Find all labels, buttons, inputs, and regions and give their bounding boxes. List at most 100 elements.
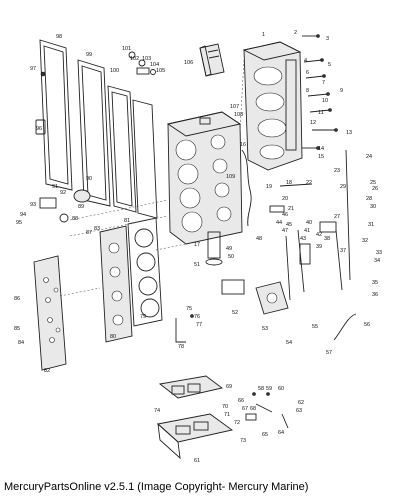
head-gasket-79 bbox=[127, 217, 163, 327]
callout-89: 89 bbox=[78, 204, 84, 210]
callout-labels: 1 2 3 4 5 6 7 8 9 10 11 12 13 14 15 16 1… bbox=[14, 30, 382, 464]
callout-17: 17 bbox=[194, 242, 200, 248]
callout-46: 46 bbox=[282, 212, 288, 218]
callout-105: 105 bbox=[156, 68, 165, 74]
callout-8: 8 bbox=[306, 88, 309, 94]
plate-100 bbox=[132, 99, 158, 219]
callout-87: 87 bbox=[86, 230, 92, 236]
plug-96 bbox=[35, 119, 46, 135]
callout-97: 97 bbox=[30, 66, 36, 72]
callout-47: 47 bbox=[282, 228, 288, 234]
callout-56: 56 bbox=[364, 322, 370, 328]
fitting-101-105 bbox=[128, 51, 156, 75]
callout-3: 3 bbox=[326, 36, 329, 42]
callout-13: 13 bbox=[346, 130, 352, 136]
callout-84: 84 bbox=[18, 340, 24, 346]
callout-93: 93 bbox=[30, 202, 36, 208]
callout-79: 79 bbox=[140, 314, 146, 320]
callout-58: 58 bbox=[258, 386, 264, 392]
callout-6: 6 bbox=[306, 70, 309, 76]
callout-95: 95 bbox=[16, 220, 22, 226]
callout-100: 100 bbox=[110, 68, 119, 74]
callout-53: 53 bbox=[262, 326, 268, 332]
callout-61: 61 bbox=[194, 458, 200, 464]
module-106 bbox=[199, 43, 225, 77]
callout-38: 38 bbox=[324, 236, 330, 242]
callout-55: 55 bbox=[312, 324, 318, 330]
callout-14: 14 bbox=[318, 146, 324, 152]
callout-12: 12 bbox=[310, 120, 316, 126]
callout-10: 10 bbox=[322, 98, 328, 104]
callout-29: 29 bbox=[340, 184, 346, 190]
callout-68: 68 bbox=[250, 406, 256, 412]
callout-109: 109 bbox=[226, 174, 235, 180]
callout-78: 78 bbox=[178, 344, 184, 350]
plate-82 bbox=[33, 255, 67, 371]
callout-86: 86 bbox=[14, 296, 20, 302]
callout-72: 72 bbox=[234, 420, 240, 426]
cylinder-head-80 bbox=[99, 225, 133, 343]
callout-73: 73 bbox=[240, 438, 246, 444]
callout-108: 108 bbox=[234, 112, 243, 118]
lever-76-78 bbox=[175, 314, 194, 343]
callout-91: 91 bbox=[52, 184, 58, 190]
callout-45: 45 bbox=[286, 222, 292, 228]
assembly-lines bbox=[59, 59, 245, 297]
callout-37: 37 bbox=[340, 248, 346, 254]
gasket-98 bbox=[39, 39, 73, 191]
cylinder-block bbox=[166, 111, 243, 245]
callout-98: 98 bbox=[56, 34, 62, 40]
callout-102: 102 bbox=[130, 56, 139, 62]
callout-75: 75 bbox=[186, 306, 192, 312]
callout-48: 48 bbox=[256, 236, 262, 242]
callout-69: 69 bbox=[226, 384, 232, 390]
callout-74: 74 bbox=[154, 408, 160, 414]
exploded-parts-diagram: 1 2 3 4 5 6 7 8 9 10 11 12 13 14 15 16 1… bbox=[14, 30, 382, 464]
callout-25: 25 bbox=[370, 180, 376, 186]
callout-70: 70 bbox=[222, 404, 228, 410]
callout-32: 32 bbox=[362, 238, 368, 244]
callout-96: 96 bbox=[36, 126, 42, 132]
callout-30: 30 bbox=[370, 204, 376, 210]
callout-77: 77 bbox=[196, 322, 202, 328]
thermostat-91-93 bbox=[39, 189, 91, 223]
callout-85: 85 bbox=[14, 326, 20, 332]
fuel-filter-49-51 bbox=[205, 231, 245, 295]
callout-23: 23 bbox=[334, 168, 340, 174]
crankcase-1 bbox=[242, 41, 303, 171]
callout-101: 101 bbox=[122, 46, 131, 52]
callout-92: 92 bbox=[60, 190, 66, 196]
screw-97 bbox=[40, 71, 46, 77]
callout-90: 90 bbox=[86, 176, 92, 182]
callout-106: 106 bbox=[184, 60, 193, 66]
linkage-parts bbox=[269, 149, 351, 301]
callout-107: 107 bbox=[230, 104, 239, 110]
callout-34: 34 bbox=[374, 258, 380, 264]
callout-22: 22 bbox=[306, 180, 312, 186]
callout-94: 94 bbox=[20, 212, 26, 218]
hose-56 bbox=[333, 313, 357, 341]
callout-28: 28 bbox=[366, 196, 372, 202]
callout-65: 65 bbox=[262, 432, 268, 438]
callout-54: 54 bbox=[286, 340, 292, 346]
callout-20: 20 bbox=[282, 196, 288, 202]
callout-82: 82 bbox=[44, 368, 50, 374]
callout-4: 4 bbox=[304, 58, 307, 64]
callout-33: 33 bbox=[376, 250, 382, 256]
callout-7: 7 bbox=[322, 80, 325, 86]
callout-15: 15 bbox=[318, 154, 324, 160]
cover-plate-99 bbox=[77, 59, 111, 207]
reed-block-73 bbox=[157, 413, 234, 460]
callout-42: 42 bbox=[316, 232, 322, 238]
callout-52: 52 bbox=[232, 310, 238, 316]
callout-2: 2 bbox=[294, 30, 297, 36]
callout-49: 49 bbox=[226, 246, 232, 252]
callout-60: 60 bbox=[278, 386, 284, 392]
intake-manifold-69 bbox=[158, 375, 224, 399]
bolts-2-15 bbox=[302, 34, 338, 150]
callout-71: 71 bbox=[224, 412, 230, 418]
callout-63: 63 bbox=[296, 408, 302, 414]
screws-58-65 bbox=[245, 392, 289, 429]
callout-21: 21 bbox=[288, 206, 294, 212]
callout-103: 103 bbox=[142, 56, 151, 62]
